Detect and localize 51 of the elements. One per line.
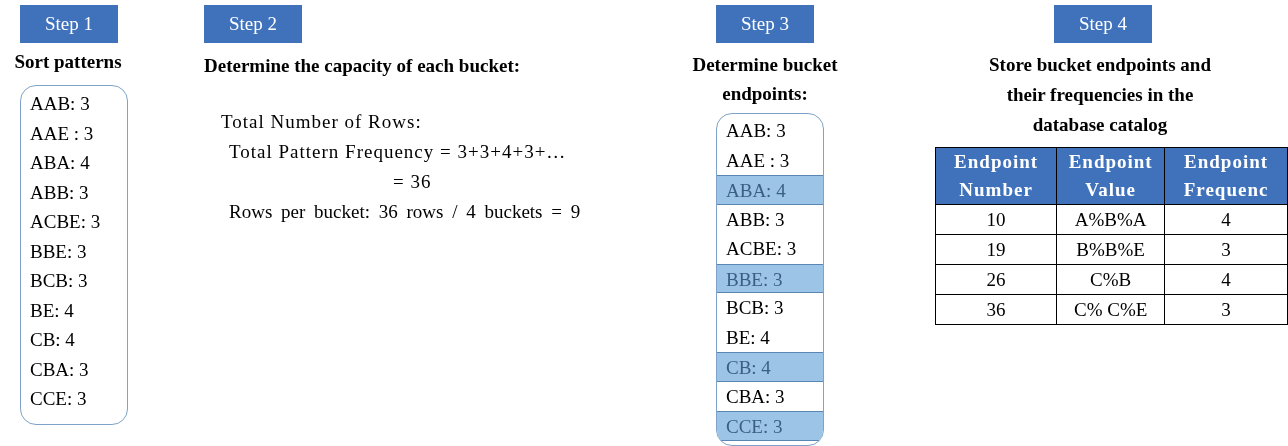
table-cell: 3: [1164, 234, 1288, 265]
pattern-list-box: [20, 85, 128, 425]
step-badge: Step 2: [204, 5, 302, 43]
table-cell: A%B%A: [1056, 204, 1165, 235]
highlighted-row: CCE: 3: [717, 411, 823, 441]
pattern-row-text: ABB: 3: [29, 180, 90, 205]
formula-text: Total Pattern Frequency = 3+3+4+3+…: [229, 140, 567, 164]
pattern-row-text: AAE : 3: [29, 121, 95, 146]
formula-text: Total Number of Rows:: [221, 110, 422, 134]
pattern-row: BE: 4: [717, 322, 823, 352]
highlighted-row: CB: 4: [717, 352, 823, 382]
highlighted-row: BBE: 3: [717, 263, 823, 293]
pattern-row: ABB: 3: [717, 204, 823, 234]
formula-text: Rows per bucket: 36 rows / 4 buckets = 9: [229, 200, 581, 224]
step-badge: Step 1: [20, 5, 118, 43]
formula-text: = 36: [393, 170, 432, 194]
heading-text: Store bucket endpoints and their frequencies in the database catalog: [988, 53, 1212, 137]
heading-text: Determine the capacity of each bucket:: [204, 54, 521, 78]
header-cell: Endpoint Frequenc: [1164, 147, 1288, 205]
header-cell: Endpoint Value: [1056, 147, 1165, 205]
step-badge: Step 3: [716, 5, 814, 43]
pattern-row-text: CBA: 3: [29, 357, 90, 382]
pattern-row-text: BE: 4: [29, 298, 75, 323]
table-cell: C%B: [1056, 264, 1165, 295]
pattern-row-text: BBE: 3: [29, 239, 88, 264]
table-cell: 10: [935, 204, 1057, 235]
table-cell: B%B%E: [1056, 234, 1165, 265]
pattern-row: ACBE: 3: [717, 234, 823, 264]
pattern-row-text: AAB: 3: [29, 92, 91, 116]
pattern-row-text: BCB: 3: [29, 269, 89, 293]
pattern-row: AAB: 3: [717, 116, 823, 146]
table-cell: 4: [1164, 264, 1288, 295]
heading-text: Sort patterns: [13, 50, 123, 74]
heading-text: Determine bucket endpoints:: [691, 53, 839, 106]
table-cell: 36: [935, 294, 1057, 325]
highlighted-row: ABA: 4: [717, 175, 823, 205]
pattern-row: AAE : 3: [717, 145, 823, 175]
pattern-list-box: [716, 113, 824, 446]
table-cell: 3: [1164, 294, 1288, 325]
pattern-row-text: CCE: 3: [29, 387, 88, 411]
pattern-row: CBA: 3: [717, 381, 823, 411]
table-cell: 26: [935, 264, 1057, 295]
pattern-row: BCB: 3: [717, 293, 823, 323]
step-badge: Step 4: [1054, 5, 1152, 43]
pattern-row-text: ABA: 4: [29, 151, 91, 175]
table-cell: 19: [935, 234, 1057, 265]
table-cell: C% C%E: [1056, 294, 1165, 325]
pattern-row-text: ACBE: 3: [29, 210, 102, 234]
pattern-row-text: CB: 4: [29, 328, 76, 352]
header-cell: Endpoint Number: [935, 147, 1057, 205]
table-cell: 4: [1164, 204, 1288, 235]
